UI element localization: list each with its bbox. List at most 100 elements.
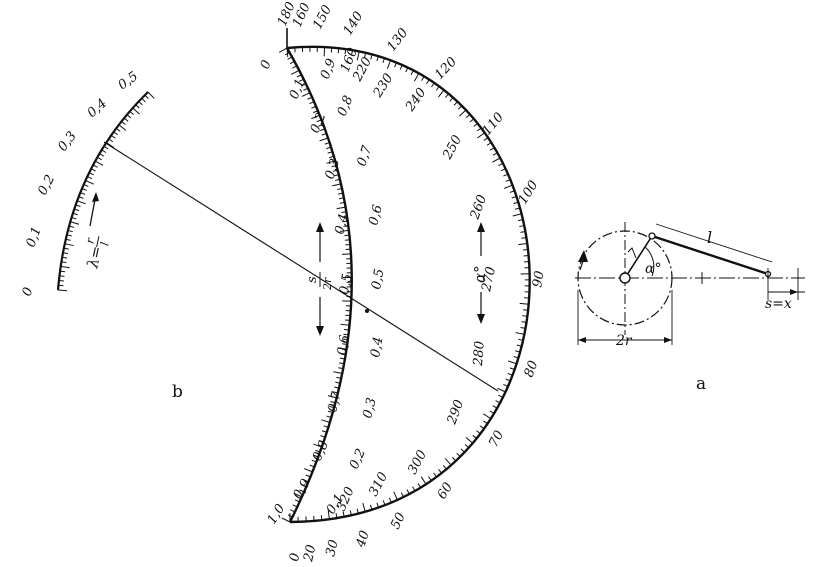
alpha-scale-tick [476, 430, 481, 435]
alpha-outer-label-270: 270 [479, 265, 499, 293]
alpha-outer-label-230: 230 [370, 71, 396, 101]
s-scale-tick [334, 386, 340, 389]
alpha-outer-label-320: 320 [334, 485, 358, 514]
alpha-scale-tick [376, 502, 380, 508]
s-right-label-0-5: 0,5 [369, 268, 387, 291]
s-scale-tick [339, 362, 345, 365]
alpha-scale-tick [388, 497, 392, 503]
lambda-tick [144, 94, 149, 100]
alpha-scale-tick [320, 515, 323, 521]
figure-label-a: a [696, 374, 706, 394]
alpha-scale-tick [519, 225, 525, 228]
s-scale-tick [342, 338, 348, 341]
alpha-scale-tick [420, 476, 427, 485]
s-scale-tick [311, 459, 317, 463]
alpha-scale-tick [394, 62, 397, 68]
s-scale-tick [293, 492, 303, 498]
lambda-tick [80, 192, 86, 195]
s-right-label-0-8: 0,8 [335, 94, 357, 119]
lambda-scale: 0 0,1 0,2 0,3 0,4 0,5 λ= r l [20, 69, 155, 298]
lambda-tick [61, 261, 67, 264]
alpha-scale-tick [413, 73, 420, 82]
alpha-scale-tick [337, 48, 340, 54]
s-scale-tick [334, 178, 341, 181]
s-scale-tick [338, 192, 344, 195]
alpha-scale-tick [335, 513, 338, 519]
lambda-tick [118, 124, 127, 131]
2r-arrow-right-icon [664, 337, 672, 343]
s-scale-tick [337, 347, 347, 350]
s-scale-tick [342, 220, 348, 223]
alpha-scale-tick [521, 321, 527, 323]
alpha-scale-tick [442, 465, 447, 470]
alpha-scale-tick [509, 367, 515, 370]
s-left-label-0-8: 0,8 [310, 439, 332, 464]
lambda-tick [110, 134, 116, 139]
alpha-scale-tick [498, 162, 504, 166]
s-scale-tick [326, 146, 332, 150]
alpha-scale-tick [364, 52, 367, 58]
s-scale-tick [327, 151, 333, 154]
s-scale-tick [339, 229, 349, 232]
alpha-scale-tick [476, 127, 482, 132]
alpha-scale-tick [382, 500, 386, 506]
s-symbol: s [305, 276, 320, 283]
s-scale-tick [316, 119, 322, 123]
alpha-scale-tick [492, 405, 498, 409]
s-scale-tick [305, 474, 311, 478]
s-scale-tick [309, 464, 315, 468]
alpha-scale-tick [445, 93, 449, 98]
lambda-tick [77, 200, 86, 205]
alpha-scale-tick [522, 315, 528, 317]
alpha-outer-label-310: 310 [366, 470, 391, 499]
connecting-rod [651, 234, 769, 276]
lambda-tick [106, 142, 115, 148]
lambda-tick [67, 229, 73, 233]
s-scale-tick [337, 188, 343, 191]
lambda-tick [68, 225, 75, 228]
alpha-scale-tick [489, 410, 495, 414]
alpha-scale-tick [477, 132, 485, 139]
alpha-scale-tick [400, 492, 404, 498]
lambda-tick [62, 252, 68, 255]
s-scale-tick [289, 60, 295, 65]
lambda-tick [83, 184, 89, 187]
alpha-scale-tick [492, 152, 498, 156]
s-scale-tick [339, 201, 345, 204]
alpha-scale-tick [513, 356, 519, 359]
lambda-tick [108, 138, 114, 143]
alpha-scale-tick [386, 60, 391, 69]
alpha-angle-arc [644, 246, 655, 277]
s-right-label-0-6: 0,6 [366, 203, 386, 227]
mechanism-alpha-label: α° [645, 261, 661, 277]
alpha-scale-tick [505, 179, 511, 182]
lambda-tick [66, 234, 72, 237]
alpha-scale-tick [393, 491, 398, 501]
alpha-scale-tick [449, 97, 454, 102]
s-scale-ticks [278, 47, 352, 523]
lambda-tick [64, 243, 74, 247]
alpha-scale-tick [518, 242, 528, 246]
alpha-scale-tick [382, 57, 385, 64]
s-scale-tick [320, 128, 326, 132]
alpha-symbol: α° [471, 265, 489, 283]
s-scale-tick [301, 92, 311, 97]
s-scale-tick [319, 137, 329, 142]
s-scale-tick [336, 206, 346, 210]
s-scale-tick [340, 352, 346, 355]
s-left-label-0-1: 0,1 [287, 77, 309, 102]
lambda-symbol: λ= [83, 244, 105, 270]
alpha-scale-tick [412, 486, 416, 492]
crank-pivot [619, 272, 631, 284]
lambda-denominator: l [98, 240, 112, 247]
s-scale-tick [301, 83, 307, 87]
s-scale-tick [343, 225, 349, 227]
alpha-scale-tick [509, 190, 515, 193]
alpha-scale-tick [465, 436, 474, 444]
alpha-outer-label-290: 290 [444, 398, 467, 427]
s-scale-tick [290, 69, 300, 75]
alpha-scale-tick [497, 387, 506, 393]
alpha-scale-tick [482, 413, 492, 420]
alpha-outer-label-280: 280 [471, 340, 488, 367]
alpha-scale-tick [431, 82, 435, 88]
